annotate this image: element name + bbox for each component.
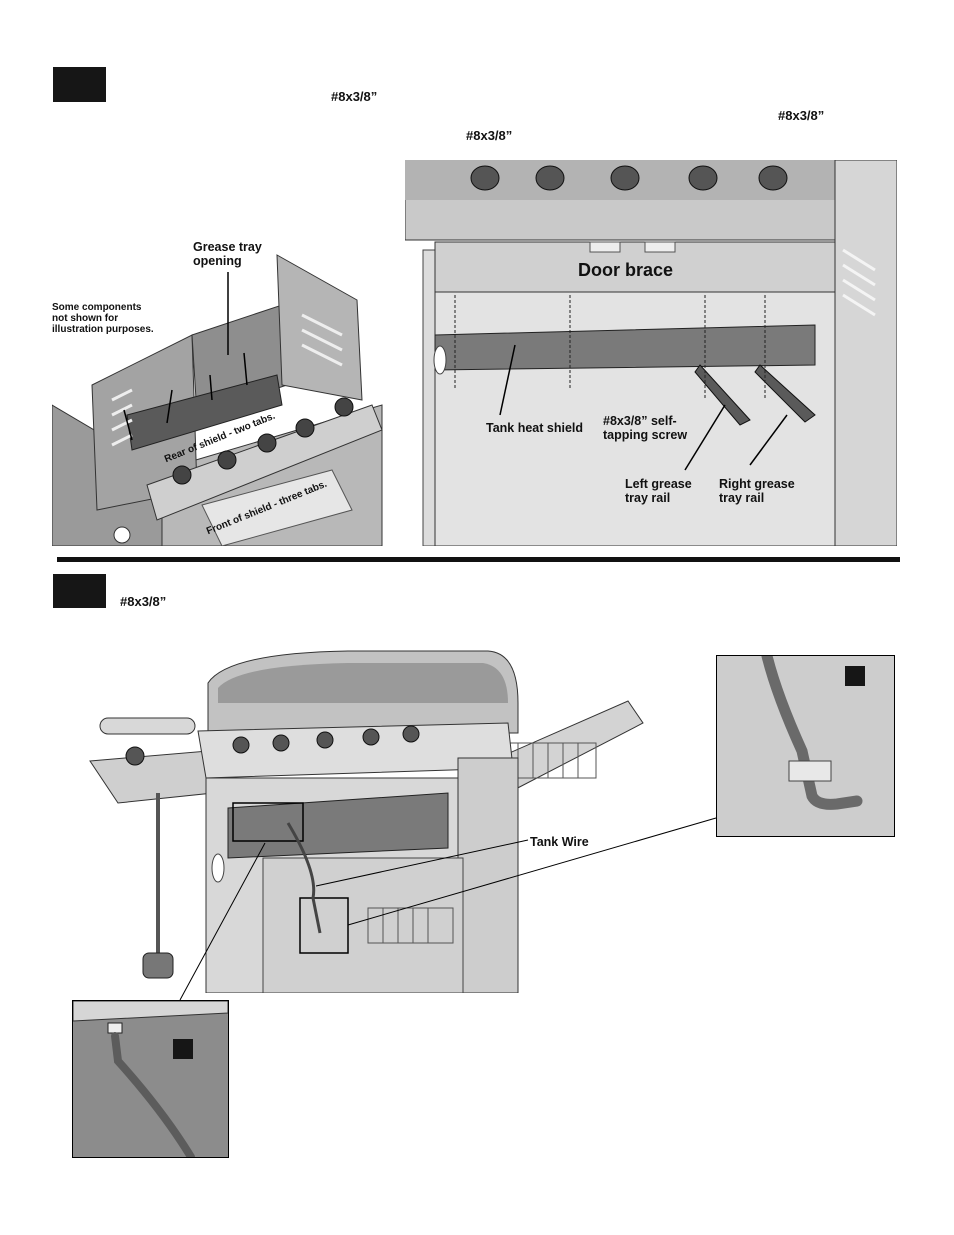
- screw-spec-3: #8x3/8”: [466, 128, 513, 143]
- cart-interior-drawing: [405, 160, 897, 546]
- right-grease-tray-rail-label: Right grease tray rail: [719, 477, 795, 505]
- clip-detail-inset: [72, 1000, 229, 1158]
- grill-drawing: [89, 650, 644, 993]
- grease-tray-opening-label: Grease tray opening: [193, 240, 262, 268]
- step2-screw-spec: #8x3/8”: [120, 594, 167, 609]
- section-divider: [57, 557, 900, 562]
- clip-detail-drawing: [73, 1001, 228, 1157]
- tank-wire-label: Tank Wire: [530, 835, 589, 849]
- screw-spec-2: #8x3/8”: [778, 108, 825, 123]
- step-1-badge: [53, 67, 106, 102]
- firebox-shield-illustration: [52, 235, 385, 546]
- hook-detail-inset: [716, 655, 895, 837]
- door-brace-illustration: [405, 160, 897, 546]
- tank-heat-shield-label: Tank heat shield: [486, 421, 584, 435]
- hook-detail-drawing: [717, 656, 894, 836]
- left-grease-tray-rail-label: Left grease tray rail: [625, 477, 692, 505]
- self-tapping-screw-label: #8x3/8” self- tapping screw: [603, 414, 688, 442]
- door-brace-label: Door brace: [578, 260, 674, 280]
- components-note: Some components not shown for illustrati…: [52, 302, 154, 335]
- screw-spec-1: #8x3/8”: [331, 89, 378, 104]
- firebox-drawing: [52, 254, 383, 546]
- grill-illustration: [88, 643, 648, 993]
- step-2-badge: [53, 574, 106, 608]
